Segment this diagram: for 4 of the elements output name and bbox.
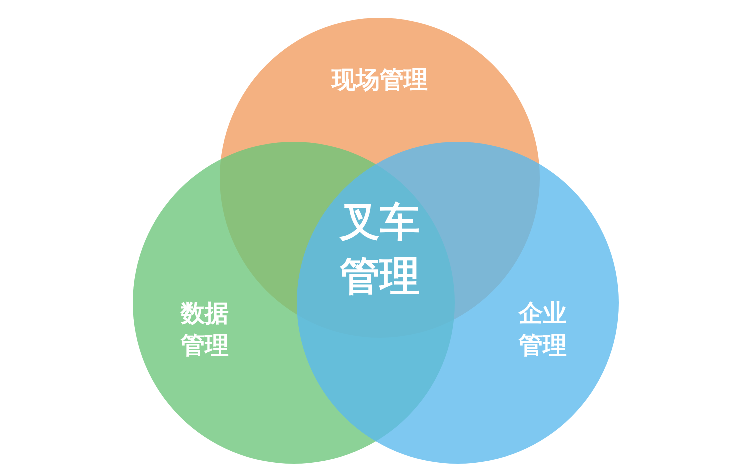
circle-label: 现场管理 [330,64,429,96]
center-label: 叉车管理 [338,199,421,302]
circle-label: 数据管理 [180,298,230,362]
circle-label: 企业管理 [518,298,568,362]
